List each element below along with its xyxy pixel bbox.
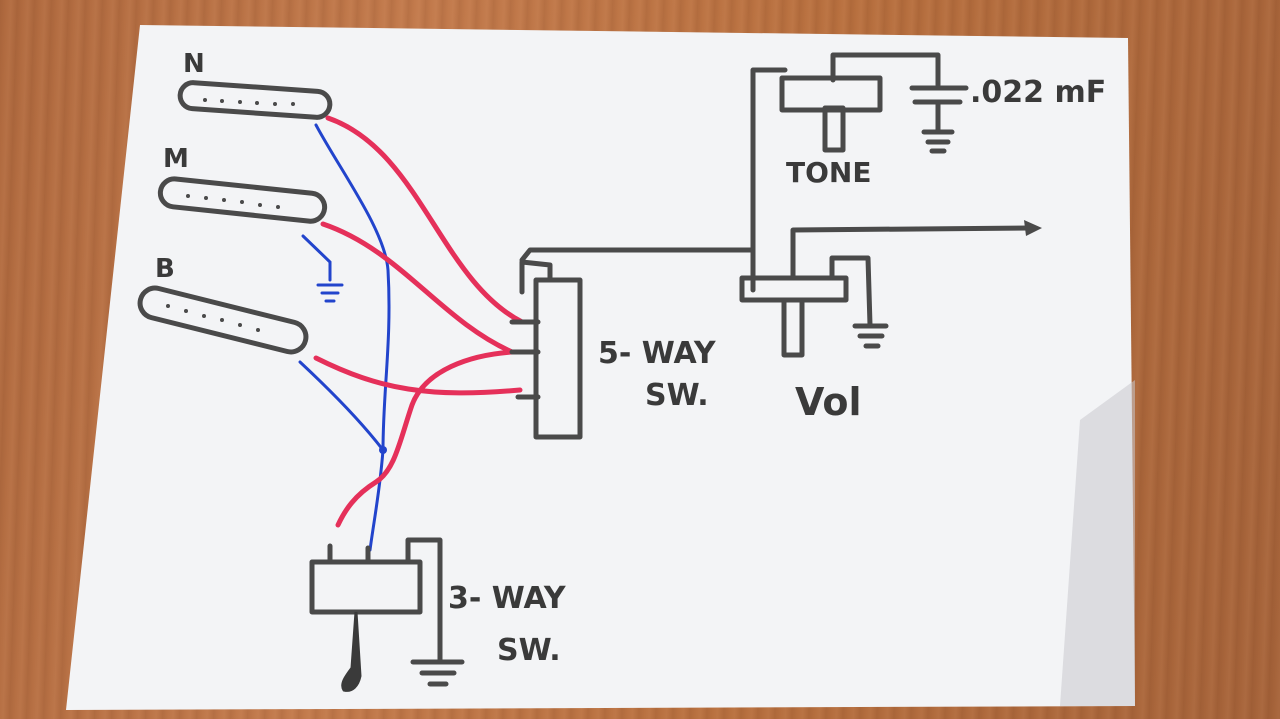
label-vol: Vol bbox=[795, 380, 861, 424]
hand-shadow bbox=[1060, 380, 1135, 706]
ground-symbol-middle bbox=[316, 283, 344, 303]
ground-wires bbox=[298, 123, 391, 552]
five-way-switch bbox=[509, 259, 583, 440]
label-capacitor-value: .022 mF bbox=[970, 75, 1106, 110]
paper-sheet bbox=[66, 25, 1135, 710]
label-tone: TONE bbox=[786, 156, 871, 189]
label-three-way-line1: 3- WAY bbox=[448, 581, 567, 616]
label-five-way-line1: 5- WAY bbox=[598, 336, 717, 371]
three-way-switch bbox=[309, 537, 465, 692]
capacitor-symbol bbox=[909, 85, 969, 154]
label-middle: M bbox=[163, 144, 189, 174]
label-three-way-line2: SW. bbox=[497, 633, 561, 668]
label-five-way-line2: SW. bbox=[645, 378, 709, 413]
pickup-middle bbox=[157, 176, 328, 224]
pickup-neck bbox=[177, 80, 333, 120]
hot-wires bbox=[313, 115, 525, 528]
pickup-bridge bbox=[137, 285, 309, 355]
label-neck: N bbox=[183, 49, 205, 79]
volume-pot bbox=[739, 220, 1042, 358]
tone-pot bbox=[750, 52, 941, 293]
label-bridge: B bbox=[155, 254, 175, 284]
